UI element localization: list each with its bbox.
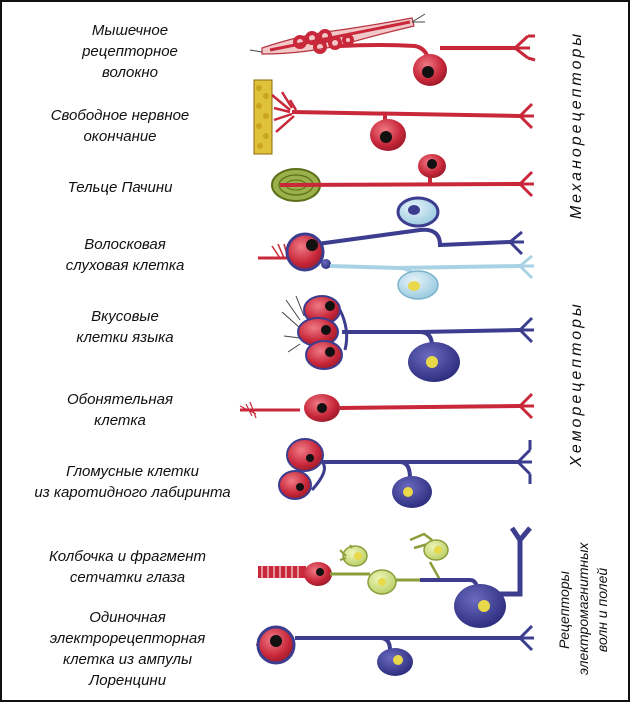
label-line: Обонятельная — [66, 391, 173, 408]
olfactory-cell — [239, 392, 534, 422]
label-line: Гломусные клетки — [66, 463, 199, 480]
label-line: клетки языка — [76, 329, 174, 346]
label-taste-cells: Вкусовые клетки языка — [20, 306, 230, 348]
label-line: Свободное нервное — [50, 107, 190, 124]
label-line: электрорецепторная — [49, 630, 206, 647]
taste-cells — [281, 295, 534, 382]
label-line: Лоренцини — [88, 672, 167, 689]
label-electroreceptor: Одиночная электрорецепторная клетка из а… — [10, 607, 245, 691]
label-line: Вкусовые — [91, 308, 159, 325]
label-line: клетка — [94, 412, 146, 429]
label-muscle-receptor: Мышечное рецепторное волокно — [30, 20, 230, 83]
label-line: Тельце Пачини — [67, 179, 173, 196]
hair-cell — [258, 196, 534, 300]
cone-retina-fragment — [258, 526, 532, 628]
pacinian-corpuscle — [271, 154, 534, 202]
label-line: Мышечное — [91, 22, 169, 39]
label-line: клетка из ампулы — [63, 651, 192, 668]
label-cone-retina: Колбочка и фрагмент сетчатки глаза — [20, 546, 235, 588]
free-nerve-ending — [253, 79, 534, 155]
label-line: Волосковая — [84, 236, 166, 253]
label-olfactory-cell: Обонятельная клетка — [20, 389, 220, 431]
label-line: Одиночная — [89, 609, 166, 626]
label-line: окончание — [83, 128, 157, 145]
label-line: из каротидного лабиринта — [34, 484, 231, 501]
label-line: Колбочка и фрагмент — [48, 548, 207, 565]
muscle-receptor-fiber — [249, 13, 536, 86]
label-pacinian-corpuscle: Тельце Пачини — [20, 177, 220, 198]
label-line: рецепторное — [82, 43, 178, 60]
electroreceptor-cell — [256, 624, 534, 676]
label-line: сетчатки глаза — [69, 569, 186, 586]
glomus-cells — [278, 438, 532, 508]
label-free-nerve-ending: Свободное нервное окончание — [10, 105, 230, 147]
label-glomus-cells: Гломусные клетки из каротидного лабиринт… — [15, 461, 250, 503]
label-line: слуховая клетка — [65, 257, 185, 274]
label-hair-cell: Волосковая слуховая клетка — [20, 234, 230, 276]
label-line: волокно — [102, 64, 158, 81]
